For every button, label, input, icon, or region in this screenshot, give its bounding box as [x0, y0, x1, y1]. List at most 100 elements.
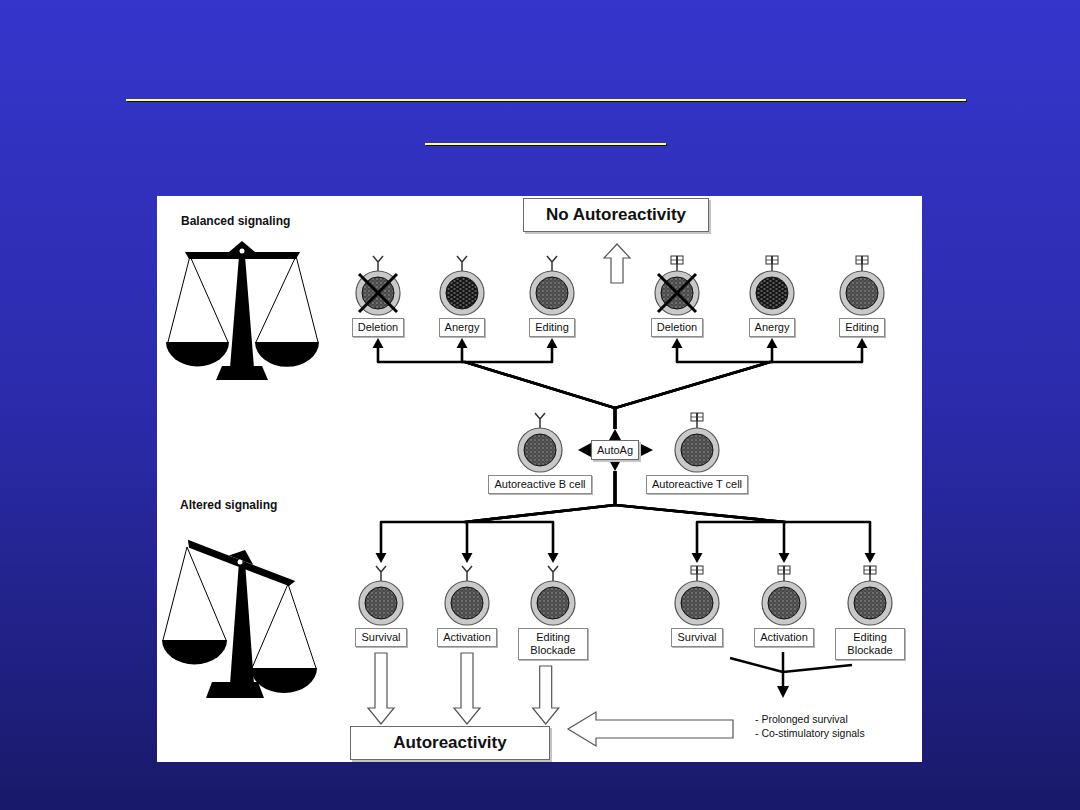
outcome-box: No Autoreactivity: [523, 198, 709, 232]
connector-line: [465, 471, 615, 555]
connector: [615, 471, 790, 563]
cell-body: [440, 271, 484, 315]
cell-nucleus: [537, 587, 569, 619]
cell-icon: [754, 564, 814, 628]
cell-outcome: Editing: [832, 254, 892, 337]
bcr-receptor: [373, 256, 383, 271]
connector-line: [462, 346, 615, 429]
connector-line: [381, 471, 615, 555]
connector-line: [615, 346, 862, 429]
cell-icon: [348, 254, 408, 318]
cell-body: [518, 428, 562, 472]
cell-body: [356, 271, 400, 315]
cell-outcome: Editing Blockade: [518, 564, 588, 660]
arrowhead: [376, 553, 387, 563]
note-text: - Prolonged survival: [755, 713, 848, 725]
outcome-label: Anergy: [749, 318, 796, 337]
outcome-label: Deletion: [651, 318, 703, 337]
connector: [615, 338, 770, 429]
balanced-scale: [166, 241, 319, 380]
connector: [615, 471, 785, 563]
tilted-scale: [162, 530, 317, 698]
cell-nucleus: [846, 277, 878, 309]
cell-nucleus: [365, 587, 397, 619]
cell-icon: [667, 564, 727, 628]
outcome-label: Deletion: [352, 318, 404, 337]
cell-body: [762, 581, 806, 625]
pointer-triangle: [639, 443, 653, 457]
cell-icon: [437, 564, 497, 628]
hollow-arrow: [454, 653, 480, 724]
outcome-label: Autoreactive B cell: [488, 475, 591, 494]
pointer-triangle: [609, 460, 621, 471]
connector: [615, 471, 876, 563]
cell-body: [445, 581, 489, 625]
connector: [368, 653, 394, 724]
cell-body: [359, 581, 403, 625]
outcome-label: Editing: [839, 318, 885, 337]
cell-body: [675, 581, 719, 625]
arrowhead: [457, 338, 468, 348]
hub-pointers: [578, 429, 653, 471]
hollow-arrow: [533, 666, 559, 724]
tcr-receptor: [691, 566, 703, 581]
cell-body: [840, 271, 884, 315]
connector-line: [615, 471, 870, 555]
cell-body: [655, 271, 699, 315]
cell-nucleus: [446, 277, 478, 309]
box-text: Autoreactivity: [393, 733, 506, 753]
box-text: AutoAg: [597, 444, 633, 456]
cell-outcome: Anergy: [742, 254, 802, 337]
box-text: No Autoreactivity: [546, 205, 686, 225]
arrowhead: [548, 553, 559, 563]
arrowhead: [865, 553, 876, 563]
bcr-receptor: [548, 566, 558, 581]
tcr-receptor: [766, 256, 778, 271]
cell-body: [750, 271, 794, 315]
cell-nucleus: [768, 587, 800, 619]
connector-line: [465, 471, 615, 555]
arrowhead: [779, 553, 790, 563]
outcome-label: Editing Blockade: [518, 628, 588, 660]
cell-icon: [832, 254, 892, 318]
cell-body: [531, 581, 575, 625]
connector-line: [615, 346, 770, 429]
arrowhead: [672, 338, 683, 348]
cell-nucleus: [854, 587, 886, 619]
arrowhead: [857, 338, 868, 348]
cell-body: [675, 428, 719, 472]
cell-icon: [667, 411, 727, 475]
outcome-label: Activation: [437, 628, 497, 647]
connector-line: [615, 346, 772, 429]
cell-outcome: Deletion: [348, 254, 408, 337]
connector-line: [378, 346, 615, 429]
cell-icon: [522, 254, 582, 318]
cell-outcome: Activation: [437, 564, 497, 647]
cell-nucleus: [536, 277, 568, 309]
bcr-receptor: [547, 256, 557, 271]
cell-icon: [647, 254, 707, 318]
outcome-label: Survival: [355, 628, 406, 647]
pointer-triangle: [609, 429, 621, 440]
cell-nucleus: [756, 277, 788, 309]
cell-body: [530, 271, 574, 315]
connector: [454, 653, 480, 724]
converging-lines: [730, 652, 852, 698]
arrowhead: [373, 338, 384, 348]
cell-icon: [432, 254, 492, 318]
arrowhead: [547, 338, 558, 348]
connector: [533, 666, 559, 724]
connector: [373, 338, 616, 429]
cell-outcome: Editing Blockade: [835, 564, 905, 660]
outcome-label: Anergy: [439, 318, 486, 337]
connector: [465, 471, 615, 563]
tcr-receptor: [691, 413, 703, 428]
arrowhead: [462, 553, 473, 563]
outcome-box: Autoreactivity: [350, 726, 549, 760]
outcome-box: AutoAg: [591, 440, 639, 460]
cell-outcome: Survival: [351, 564, 411, 647]
connector-line: [465, 346, 615, 429]
